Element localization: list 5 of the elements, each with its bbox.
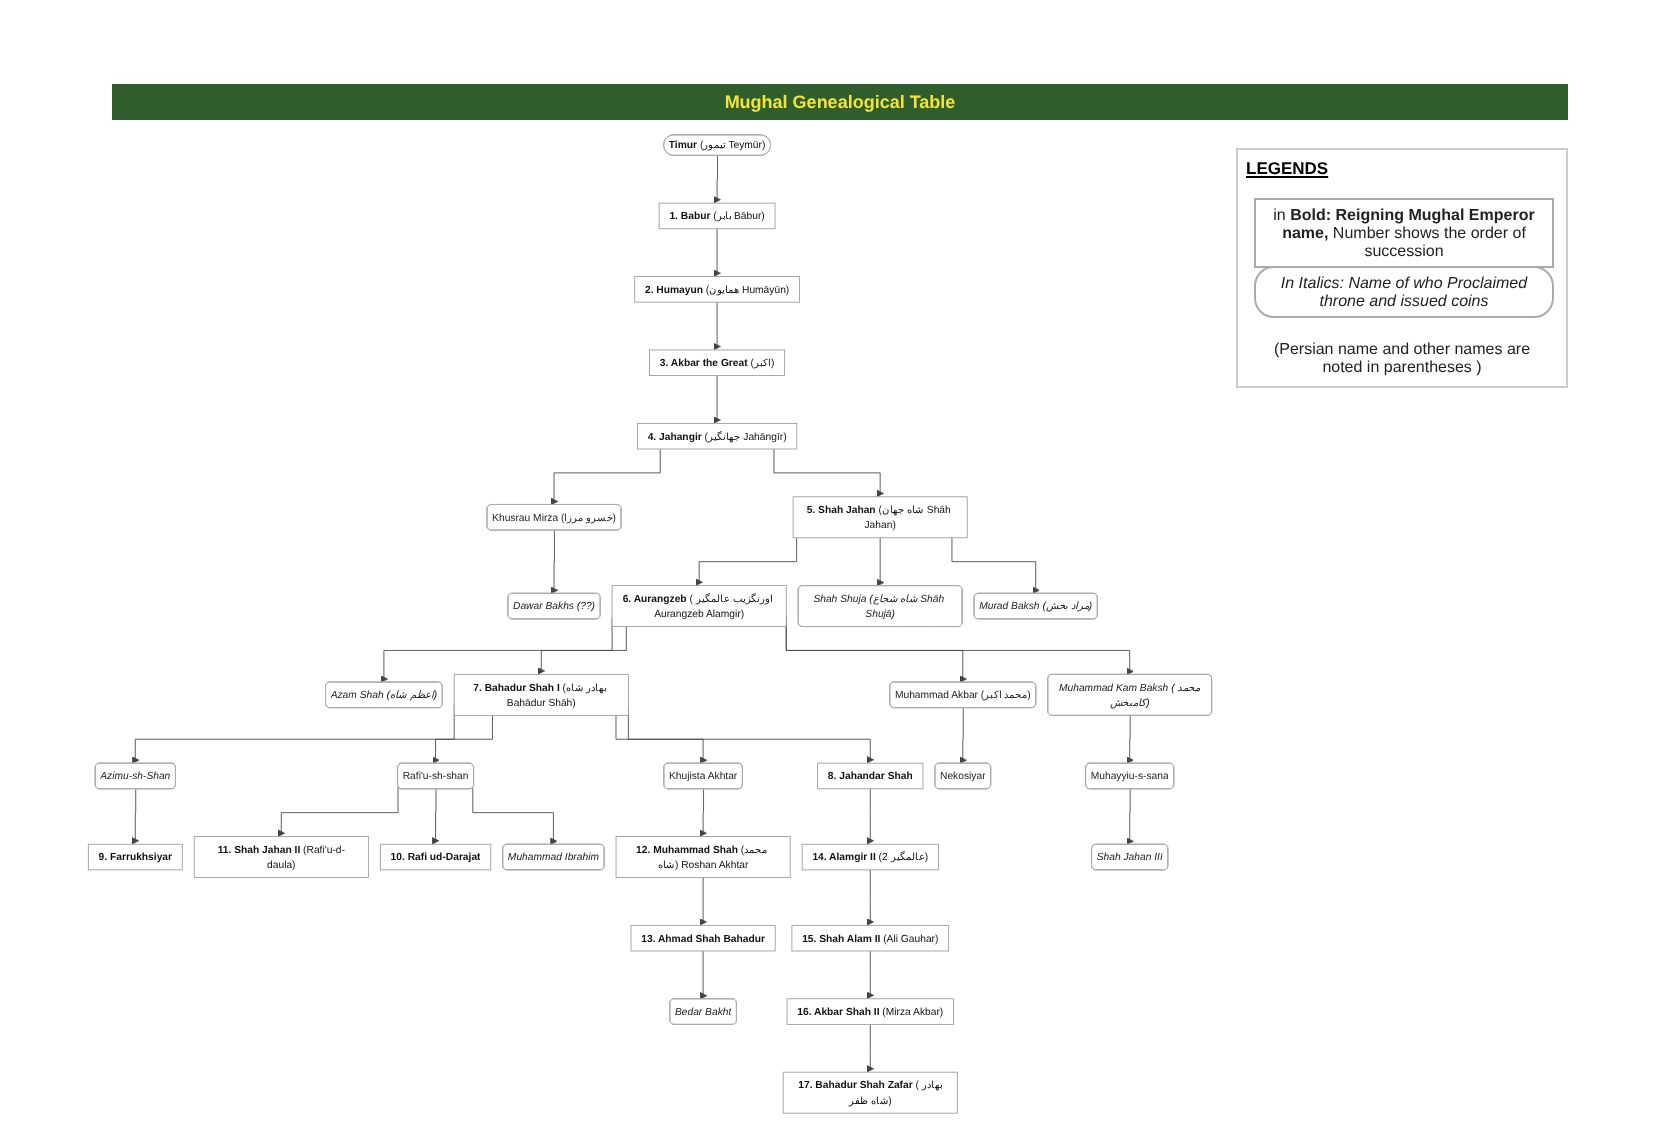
legend-item: In Italics: Name of who Proclaimed throne and issued coins [1254, 266, 1554, 318]
legend-text: (Persian name and other names are noted in parentheses ) [1271, 338, 1533, 380]
legend-item: in Bold: Reigning Mughal Emperor name, Number shows the order of succession [1254, 198, 1554, 268]
legend-heading: LEGENDS [1246, 158, 1329, 178]
title-banner: Mughal Genealogical Table [112, 84, 1568, 120]
